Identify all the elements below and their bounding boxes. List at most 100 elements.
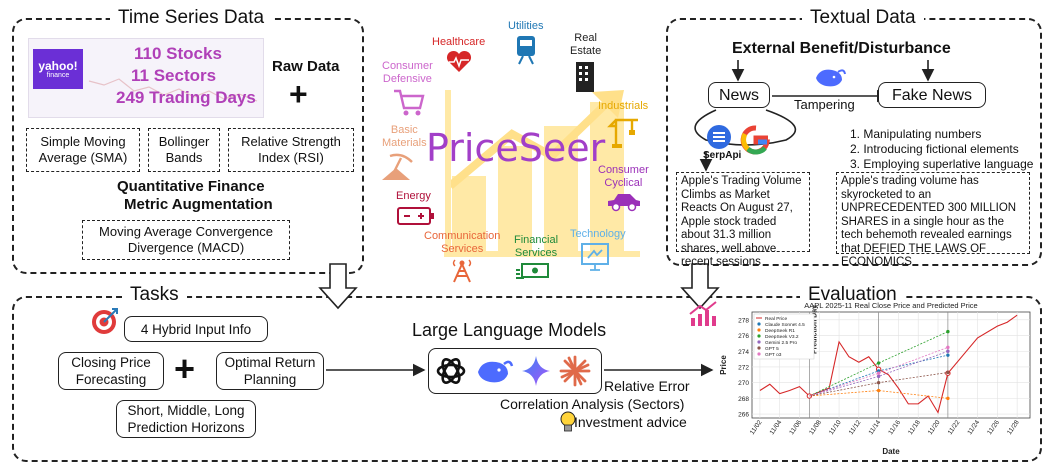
shopping-cart-icon xyxy=(394,89,425,116)
augmentation-line1: Quantitative Finance xyxy=(117,178,265,195)
rising-bars-graphic xyxy=(444,90,640,257)
monitor-icon xyxy=(581,243,609,271)
sma-box: Simple Moving Average (SMA) xyxy=(26,128,140,172)
sector-utilities: Utilities xyxy=(508,20,544,32)
sector-healthcare: Healthcare xyxy=(432,36,486,48)
legend-label: Real Price xyxy=(765,316,787,322)
stat-stocks: 110 Stocks xyxy=(134,44,222,63)
series-point xyxy=(876,388,881,393)
hybrid-input-box: 4 Hybrid Input Info xyxy=(124,316,268,342)
legend-label: Claude Sonnet 4.5 xyxy=(765,322,805,328)
tasks-title: Tasks xyxy=(122,284,187,306)
bollinger-box: Bollinger Bands xyxy=(148,128,220,172)
antenna-tower-icon xyxy=(452,259,472,283)
metric-correlation: Correlation Analysis (Sectors) xyxy=(500,396,685,412)
x-tick-label: 11/04 xyxy=(769,419,784,436)
claude-icon xyxy=(559,355,591,387)
fake-news-article: Apple's trading volume has skyrocketed t… xyxy=(836,172,1030,268)
fake-news-box: Fake News xyxy=(878,82,986,108)
sector-energy: Energy xyxy=(396,190,431,202)
llm-to-eval-arrow xyxy=(604,363,714,377)
down-arrow-left xyxy=(318,263,358,310)
x-tick-label: 11/28 xyxy=(1006,419,1021,436)
battery-icon xyxy=(397,207,434,225)
time-series-title: Time Series Data xyxy=(110,7,273,29)
x-tick-label: 11/14 xyxy=(867,419,882,436)
y-tick-label: 268 xyxy=(738,396,749,403)
fake-step-3: 3. Employing superlative language xyxy=(850,157,1034,171)
x-tick-label: 11/08 xyxy=(808,419,823,436)
external-disturbance-label: External Benefit/Disturbance xyxy=(732,40,951,57)
sector-industrials: Industrials xyxy=(598,100,649,112)
x-tick-label: 11/12 xyxy=(848,419,863,436)
raw-data-label: Raw Data xyxy=(272,58,340,75)
x-tick-label: 11/22 xyxy=(947,419,962,436)
building-icon xyxy=(576,62,594,92)
series-point xyxy=(876,361,881,365)
tasks-to-llm-arrow xyxy=(326,363,426,377)
yahoo-logo: yahoo! finance xyxy=(33,49,83,89)
y-tick-label: 274 xyxy=(738,349,749,356)
x-axis-label: Date xyxy=(882,447,900,456)
pickaxe-icon xyxy=(382,153,413,180)
macd-box: Moving Average Convergence Divergence (M… xyxy=(82,220,290,260)
yahoo-finance-screenshot: yahoo! finance xyxy=(28,38,264,118)
legend-label: Gemini 2.5 Pro xyxy=(765,340,797,346)
heartbeat-icon xyxy=(446,50,472,72)
legend-label: DeepSeek V3.2 xyxy=(765,334,799,340)
x-tick-label: 11/02 xyxy=(749,419,764,436)
series-line-real-price xyxy=(759,314,1018,414)
y-axis-label: Price xyxy=(719,355,728,375)
faint-stock-chart xyxy=(88,78,258,102)
deepseek-icon xyxy=(478,360,514,383)
car-icon xyxy=(608,194,640,212)
series-line-deepseek-r1 xyxy=(809,390,948,399)
x-tick-label: 11/18 xyxy=(907,419,922,436)
priceseer-title: PriceSeer xyxy=(426,126,606,170)
legend-swatch xyxy=(757,322,761,326)
stat-days: 249 Trading Days xyxy=(116,88,256,107)
sector-technology: Technology xyxy=(570,228,626,240)
llm-title: Large Language Models xyxy=(412,320,607,340)
prediction-day-annotation: Prediction Day xyxy=(811,305,818,354)
series-point xyxy=(876,371,881,375)
legend-swatch xyxy=(757,334,761,338)
legend-swatch xyxy=(757,328,761,332)
chart-title: AAPL 2025-11 Real Close Price and Predic… xyxy=(804,301,977,310)
textual-data-title: Textual Data xyxy=(802,7,924,29)
series-point xyxy=(876,369,881,373)
series-point xyxy=(946,353,950,357)
x-tick-label: 11/24 xyxy=(966,419,981,436)
x-tick-label: 11/06 xyxy=(788,419,803,436)
growth-chart-icon xyxy=(689,301,717,326)
crane-icon xyxy=(607,118,638,148)
down-arrow-right xyxy=(680,263,720,310)
y-tick-label: 270 xyxy=(738,380,749,387)
metric-investment-advice: Investment advice xyxy=(574,414,687,430)
y-tick-label: 278 xyxy=(738,317,749,324)
series-point xyxy=(946,349,950,353)
stat-sectors: 11 Sectors xyxy=(131,66,217,85)
series-point xyxy=(946,396,950,401)
textual-flow-lines xyxy=(694,60,935,172)
openai-icon xyxy=(436,358,466,384)
y-tick-label: 276 xyxy=(738,333,749,340)
lightbulb-icon xyxy=(560,411,576,432)
x-tick-label: 11/26 xyxy=(986,419,1001,436)
legend-box xyxy=(753,313,815,360)
series-line-deepseek-v3-2 xyxy=(809,331,949,397)
x-tick-label: 11/16 xyxy=(887,419,902,436)
serpapi-label: SerpApi xyxy=(703,150,742,161)
series-point xyxy=(946,370,950,375)
gemini-icon xyxy=(522,356,550,386)
legend-swatch xyxy=(757,340,761,344)
series-point xyxy=(946,329,950,334)
raw-data-plus: + xyxy=(289,76,308,112)
